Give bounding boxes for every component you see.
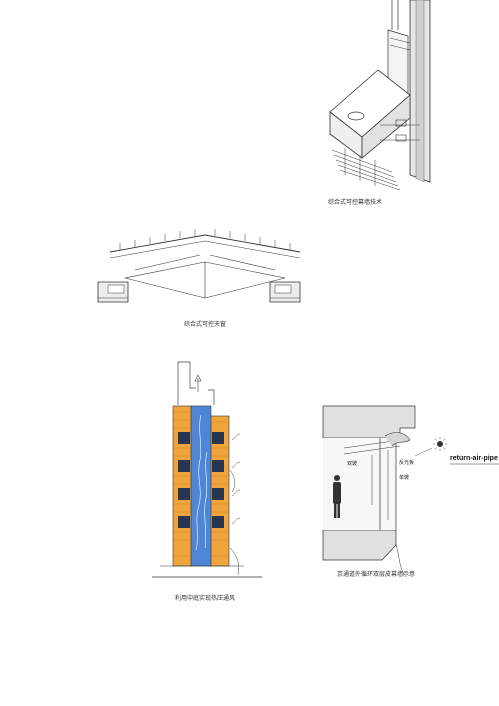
- double-skin-caption: 京通道外循环双层皮幕墙示意: [336, 571, 415, 578]
- single-glass-label: 单玻: [399, 474, 409, 481]
- double-glass-label: 双玻: [347, 460, 357, 467]
- skylight-caption: 综合式可控天窗: [183, 321, 226, 328]
- return-air-pipe-label: return-air-pipe: [450, 455, 498, 462]
- atrium-caption: 利用中庭实现热压通风: [174, 595, 235, 602]
- shade-label: 反光板: [399, 459, 414, 466]
- curtain-wall-caption: 综合式可控幕墙技术: [327, 199, 382, 206]
